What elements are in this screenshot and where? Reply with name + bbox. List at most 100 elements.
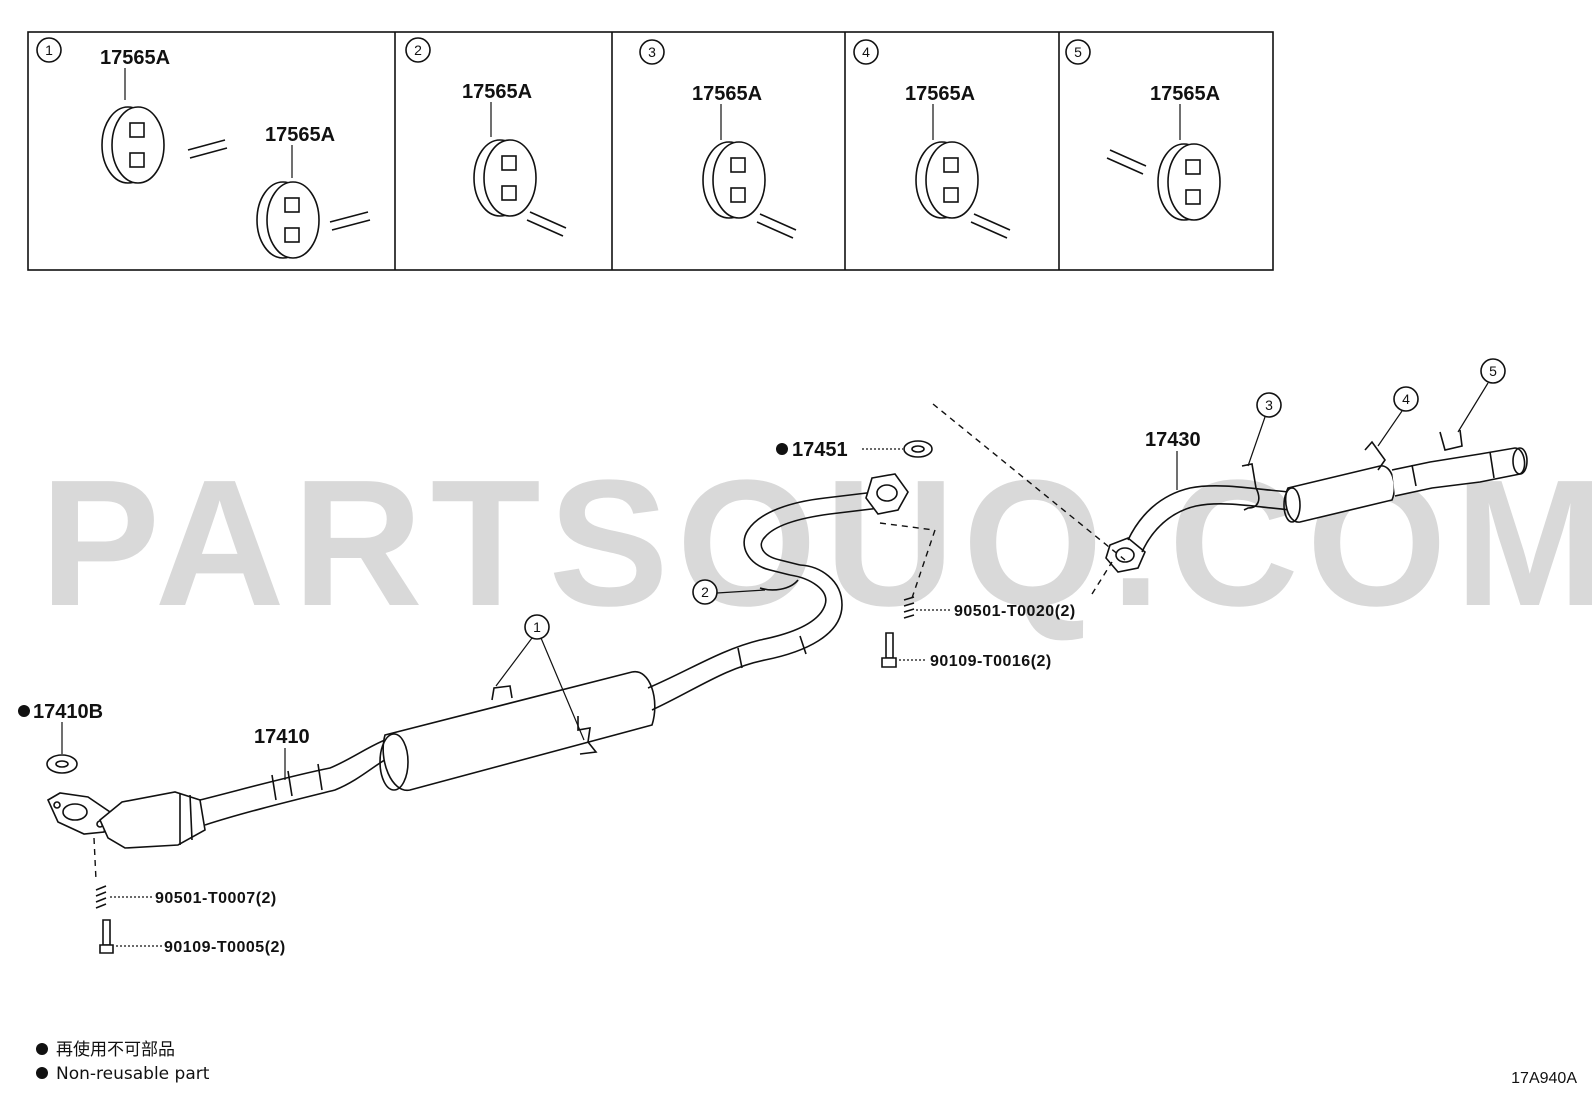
tail-pipe-lower: [1141, 503, 1293, 553]
pipe-band: [737, 635, 807, 669]
part-label-17430: 17430: [1145, 429, 1201, 451]
panel-index-circle: [36, 37, 62, 63]
legend-text-en: Non-reusable part: [56, 1064, 210, 1084]
assembly-dashed-line: [911, 529, 936, 599]
leader-line: [540, 637, 585, 741]
spring-icon: [903, 596, 915, 619]
part-label-17565a: 17565A: [265, 124, 335, 146]
callout-2: 2: [701, 584, 709, 600]
non-reusable-marker: [776, 443, 788, 455]
callout-3: 3: [1265, 397, 1273, 413]
part-label-17410: 17410: [254, 726, 310, 748]
center-pipe-rise-upper: [743, 491, 876, 576]
tail-hanger-bracket: [1241, 463, 1260, 511]
assembly-dashed-line: [93, 837, 97, 881]
part-label-17565a: 17565A: [100, 47, 170, 69]
front-pipe-lower: [204, 755, 393, 826]
tail-opening: [1512, 447, 1528, 475]
center-hanger-bracket: [759, 579, 799, 591]
leader-line: [1377, 410, 1403, 447]
sub-muffler: [1284, 465, 1396, 523]
detail-panel-3: 3 17565A: [639, 39, 797, 239]
rubber-hanger-icon: [915, 141, 979, 219]
center-flange: [865, 473, 909, 515]
sub-muffler-hanger: [1364, 440, 1386, 471]
panel-index: 4: [862, 44, 870, 60]
leader-line: [495, 637, 533, 687]
part-label-17565a: 17565A: [692, 83, 762, 105]
hanger-rod: [970, 213, 1011, 239]
hanger-rod: [187, 139, 228, 159]
assembly-dashed-line: [932, 403, 1126, 561]
callouts: 1 2 3 4 5: [495, 358, 1506, 741]
hanger-rod: [1106, 149, 1147, 175]
rubber-hanger-icon: [101, 106, 165, 184]
gasket-17451: [903, 440, 933, 458]
part-label-bolt-center: 90109-T0016(2): [930, 653, 1052, 670]
tail-flange: [1105, 537, 1146, 573]
panel-index-circle: [853, 39, 879, 65]
bolt-icon: [99, 919, 114, 954]
figure-code: 17A940A: [1511, 1070, 1577, 1087]
callout-1: 1: [533, 619, 541, 635]
tail-pipe-assembly: [1105, 429, 1528, 573]
catalytic-converter: [99, 791, 206, 849]
flange-hole: [1115, 547, 1135, 563]
callout-circle: [692, 579, 718, 605]
leader-line: [1247, 416, 1266, 467]
panel-index-circle: [1065, 39, 1091, 65]
leader-line: [716, 589, 766, 594]
callout-4: 4: [1402, 391, 1410, 407]
legend-marker: [36, 1043, 48, 1055]
center-pipe-rise-lower: [760, 507, 881, 566]
detail-panel-4: 4 17565A: [853, 39, 1011, 239]
flange-hole: [876, 484, 898, 502]
non-reusable-marker: [18, 705, 30, 717]
callout-circle: [524, 614, 550, 640]
muffler-hanger: [491, 685, 513, 701]
rubber-hanger-icon: [1157, 143, 1221, 221]
muffler-end-cap: [379, 733, 409, 791]
front-pipe-upper: [199, 737, 391, 801]
detail-panel-1: 1 17565A 17565A: [36, 37, 371, 259]
part-label-spring-center: 90501-T0020(2): [954, 603, 1076, 620]
gasket-hole: [911, 445, 925, 453]
gasket-hole: [55, 760, 69, 768]
front-exhaust-pipe-assembly: [46, 473, 909, 849]
muffler-hanger: [577, 716, 598, 755]
tail-hanger: [1439, 429, 1463, 451]
center-pipe-upper: [647, 574, 827, 689]
part-labels: 17410B 17410 17451 17430 90501-T0007(2) …: [18, 429, 1201, 956]
part-label-17410b: 17410B: [33, 701, 103, 723]
detail-panel-2: 2 17565A: [405, 37, 567, 237]
flange-hole: [62, 803, 88, 821]
leader-line: [1457, 382, 1489, 433]
pipe-band: [1411, 451, 1495, 487]
pipe-band: [271, 763, 323, 801]
callout-circle: [1480, 358, 1506, 384]
main-muffler: [382, 671, 656, 791]
panel-index: 3: [648, 44, 656, 60]
hanger-rod: [329, 211, 371, 231]
legend-text-jp: 再使用不可部品: [56, 1039, 175, 1060]
part-label-17451: 17451: [792, 439, 848, 461]
hanger-rod: [526, 211, 567, 237]
panel-index-circle: [405, 37, 431, 63]
callout-circle: [1393, 386, 1419, 412]
hanger-rod: [756, 213, 797, 239]
tail-pipe-upper: [1127, 485, 1291, 541]
converter-seam: [179, 793, 193, 845]
panel-index-circle: [639, 39, 665, 65]
legend: 再使用不可部品 Non-reusable part: [36, 1039, 210, 1084]
part-label-17565a: 17565A: [462, 81, 532, 103]
panel-index: 1: [45, 42, 53, 58]
callout-5: 5: [1489, 363, 1497, 379]
center-pipe-lower: [651, 564, 843, 711]
spring-icon: [95, 885, 107, 909]
part-label-17565a: 17565A: [905, 83, 975, 105]
flange-bolt-hole: [53, 801, 61, 809]
part-label-bolt-front: 90109-T0005(2): [164, 939, 286, 956]
detail-panels: 1 17565A 17565A 2 17565A: [27, 31, 1274, 271]
